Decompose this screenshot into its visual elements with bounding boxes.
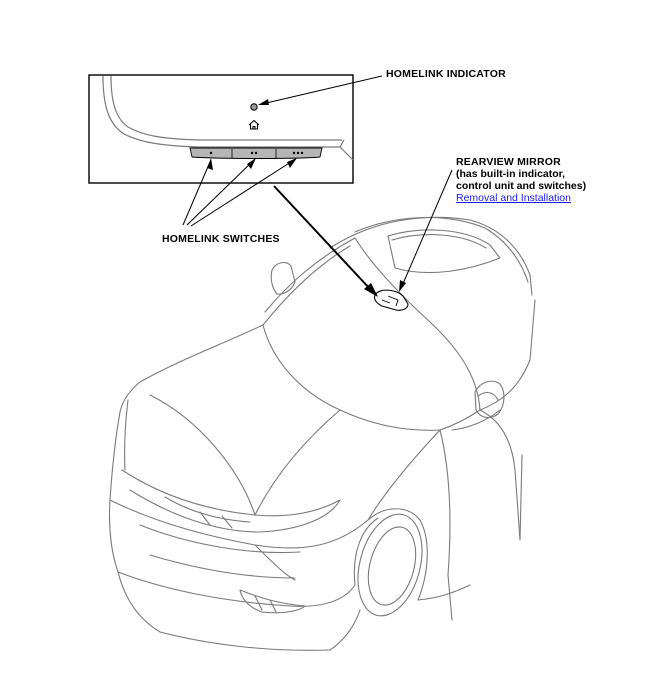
rearview-mirror-label: REARVIEW MIRROR (has built-in indicator,…: [456, 156, 586, 204]
rearview-mirror-on-car: [373, 289, 409, 311]
homelink-switch-3[interactable]: [292, 151, 304, 155]
inset-frame: [88, 74, 354, 184]
homelink-switch-1[interactable]: [209, 151, 213, 155]
removal-and-installation-link[interactable]: Removal and Installation: [456, 192, 571, 204]
inset-mirror-body: [102, 75, 354, 161]
homelink-switches-label: HOMELINK SWITCHES: [162, 233, 280, 245]
indicator-light-icon: [250, 103, 258, 111]
rearview-mirror-title: REARVIEW MIRROR: [456, 156, 561, 168]
leader-lines: [182, 75, 453, 297]
homelink-switch-2[interactable]: [250, 151, 258, 155]
car-illustration: [108, 216, 536, 651]
rearview-mirror-note-line-1: (has built-in indicator,: [456, 168, 566, 180]
mirror-inset: [88, 74, 354, 184]
rearview-mirror-note-line-2: control unit and switches): [456, 180, 587, 192]
home-icon: [248, 119, 260, 130]
homelink-indicator-label: HOMELINK INDICATOR: [386, 68, 506, 80]
